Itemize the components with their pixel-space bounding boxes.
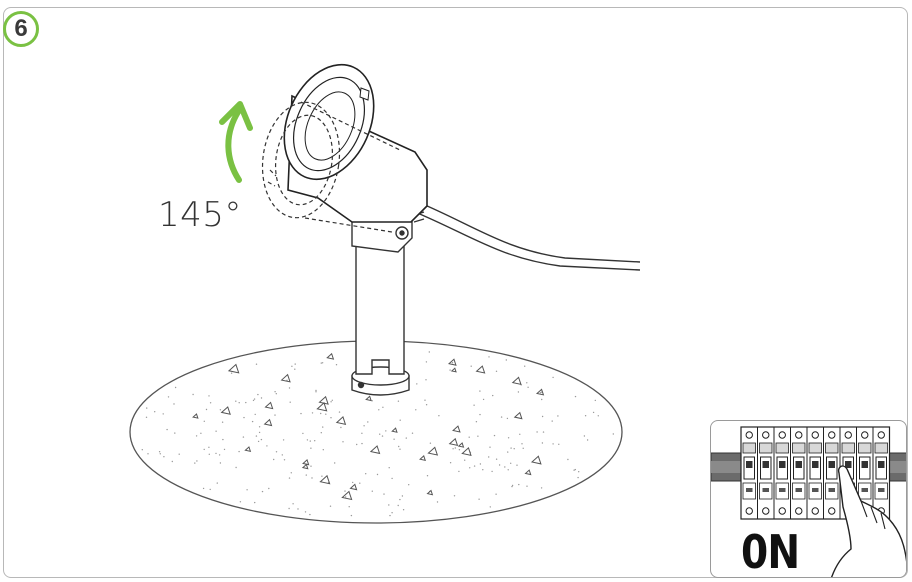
- switch-state-label: 0N: [741, 525, 800, 578]
- ground-patch: [129, 340, 623, 524]
- step-number: 6: [14, 15, 28, 42]
- power-cable: [414, 201, 641, 271]
- tilt-bracket: [351, 199, 425, 253]
- breaker-panel-inset: 0N: [710, 420, 907, 578]
- rotation-arrow-icon: [219, 101, 253, 183]
- step-number-badge: 6: [3, 11, 39, 47]
- ground-stake: [351, 239, 410, 396]
- hand-icon: [830, 465, 906, 577]
- spotlight-head-ghost: [261, 101, 401, 233]
- spotlight-head: [283, 63, 428, 223]
- step-frame: [3, 7, 908, 578]
- rotation-angle-label: 145°: [158, 195, 242, 235]
